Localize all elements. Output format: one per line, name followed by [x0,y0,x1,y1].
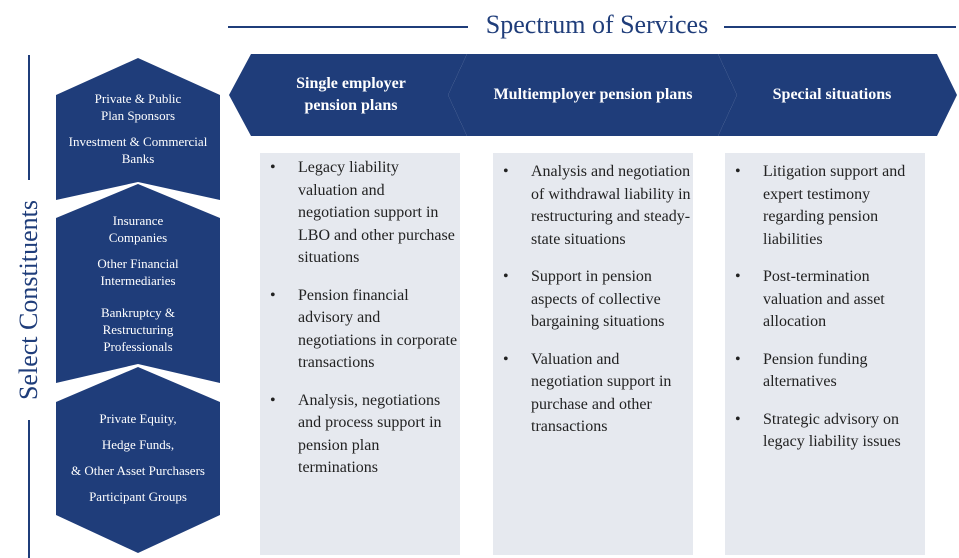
service-bullet: Valuation and negotiation support in pur… [493,349,693,439]
constituent-item: Investment & Commercial Banks [68,134,208,166]
side-rule-bottom [28,420,30,558]
constituent-group-1: Private & Public Plan Sponsors Investmen… [56,90,220,167]
constituent-block-1 [56,58,220,200]
constituent-item: Participant Groups [89,489,187,504]
diagram-title: Spectrum of Services [485,10,709,39]
side-rule-top [28,55,30,180]
service-bullet: Strategic advisory on legacy liability i… [725,409,925,454]
constituent-item: Bankruptcy & Restructuring Professionals [100,305,175,354]
service-box-1: Legacy liability valuation and negotiati… [260,153,460,555]
service-bullet: Pension funding alternatives [725,349,925,394]
service-header-1 [229,54,467,136]
constituent-block-2 [56,184,220,383]
constituent-block-3 [56,367,220,553]
constituent-group-2: Insurance Companies Other Financial Inte… [56,212,220,355]
constituent-item: Private & Public Plan Sponsors [94,91,182,123]
service-bullet: Litigation support and expert testimony … [725,161,925,251]
service-bullet: Support in pension aspects of collective… [493,266,693,334]
service-bullet: Post-termination valuation and asset all… [725,266,925,334]
title-rule-left [228,26,468,28]
constituent-item: & Other Asset Purchasers [71,463,205,478]
service-header-label-1: Single employer pension plans [296,75,406,114]
service-header-2 [448,54,737,136]
service-bullet: Analysis and negotiation of withdrawal l… [493,161,693,251]
constituent-item: Hedge Funds, [101,437,175,452]
constituent-item: Insurance Companies [108,213,168,245]
constituent-item: Private Equity, [99,411,177,426]
service-box-3: Litigation support and expert testimony … [725,153,925,555]
title-rule-right [724,26,956,28]
service-header-label-3: Special situations [772,86,892,103]
service-bullet: Legacy liability valuation and negotiati… [260,157,460,270]
service-header-3 [718,54,957,136]
service-bullet: Analysis, negotiations and process suppo… [260,390,460,480]
service-box-2: Analysis and negotiation of withdrawal l… [493,153,693,555]
constituent-item: Other Financial Intermediaries [97,256,179,288]
constituent-group-3: Private Equity, Hedge Funds, & Other Ass… [56,410,220,505]
service-header-label-2: Multiemployer pension plans [493,86,693,103]
service-bullet: Pension financial advisory and negotiati… [260,285,460,375]
